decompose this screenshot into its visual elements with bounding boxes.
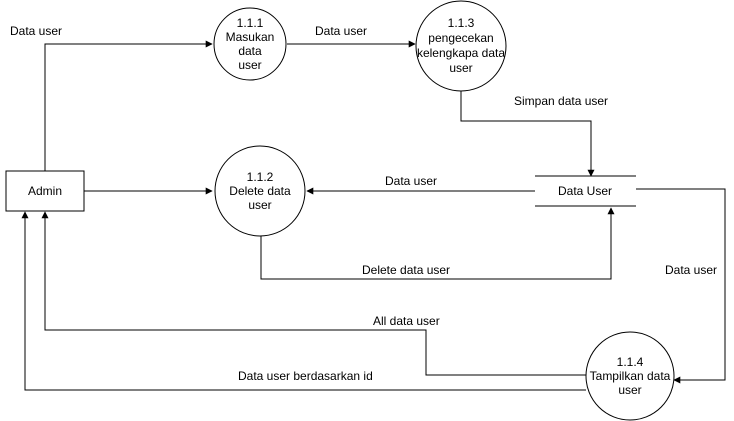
flow-label-112-to-store: Delete data user bbox=[362, 263, 450, 277]
entity-admin: Admin bbox=[5, 170, 85, 212]
flow-113-to-store bbox=[460, 91, 595, 177]
flow-label-113-to-store: Simpan data user bbox=[514, 94, 608, 108]
entity-admin-label: Admin bbox=[28, 184, 62, 198]
process-1-1-4-number: 1.1.4 bbox=[617, 355, 644, 369]
process-1-1-2-number: 1.1.2 bbox=[247, 170, 274, 184]
process-1-1-3-line2: kelengkapa data bbox=[417, 46, 505, 60]
process-1-1-3-line3: user bbox=[449, 61, 472, 75]
flow-112-to-store bbox=[260, 207, 615, 280]
process-1-1-4-line2: user bbox=[618, 383, 641, 397]
process-1-1-4-line1: Tampilkan data bbox=[590, 369, 671, 383]
flow-label-admin-to-111: Data user bbox=[10, 24, 62, 38]
datastore-data-user-label: Data User bbox=[558, 184, 612, 198]
process-1-1-2-line2: user bbox=[248, 198, 271, 212]
flow-114-to-admin-id bbox=[21, 211, 586, 391]
flow-label-114-to-admin-id: Data user berdasarkan id bbox=[238, 369, 373, 383]
process-1-1-1-line3: user bbox=[238, 58, 261, 72]
process-1-1-3-line1: pengecekan bbox=[428, 31, 493, 45]
datastore-data-user: Data User bbox=[535, 175, 636, 207]
flow-label-114-to-admin-all: All data user bbox=[373, 314, 440, 328]
flow-label-store-to-112: Data user bbox=[385, 174, 437, 188]
process-1-1-1-line2: data bbox=[238, 44, 262, 58]
flow-admin-to-111 bbox=[44, 40, 213, 171]
flow-label-111-to-113: Data user bbox=[315, 24, 367, 38]
flow-connectors bbox=[21, 40, 726, 391]
process-1-1-2: 1.1.2 Delete data user bbox=[214, 145, 306, 237]
process-1-1-1-number: 1.1.1 bbox=[237, 16, 264, 30]
process-1-1-4: 1.1.4 Tampilkan data user bbox=[585, 331, 675, 421]
flow-label-store-to-114: Data user bbox=[665, 263, 717, 277]
flow-store-to-114 bbox=[636, 188, 726, 384]
process-1-1-1-line1: Masukan bbox=[226, 30, 275, 44]
process-1-1-1: 1.1.1 Masukan data user bbox=[213, 7, 287, 81]
process-1-1-3-number: 1.1.3 bbox=[448, 16, 475, 30]
process-1-1-2-line1: Delete data bbox=[229, 184, 291, 198]
process-1-1-3: 1.1.3 pengecekan kelengkapa data user bbox=[415, 0, 507, 92]
flow-114-to-admin-all bbox=[41, 211, 586, 376]
flow-labels: Data user Data user Simpan data user Dat… bbox=[10, 24, 717, 383]
